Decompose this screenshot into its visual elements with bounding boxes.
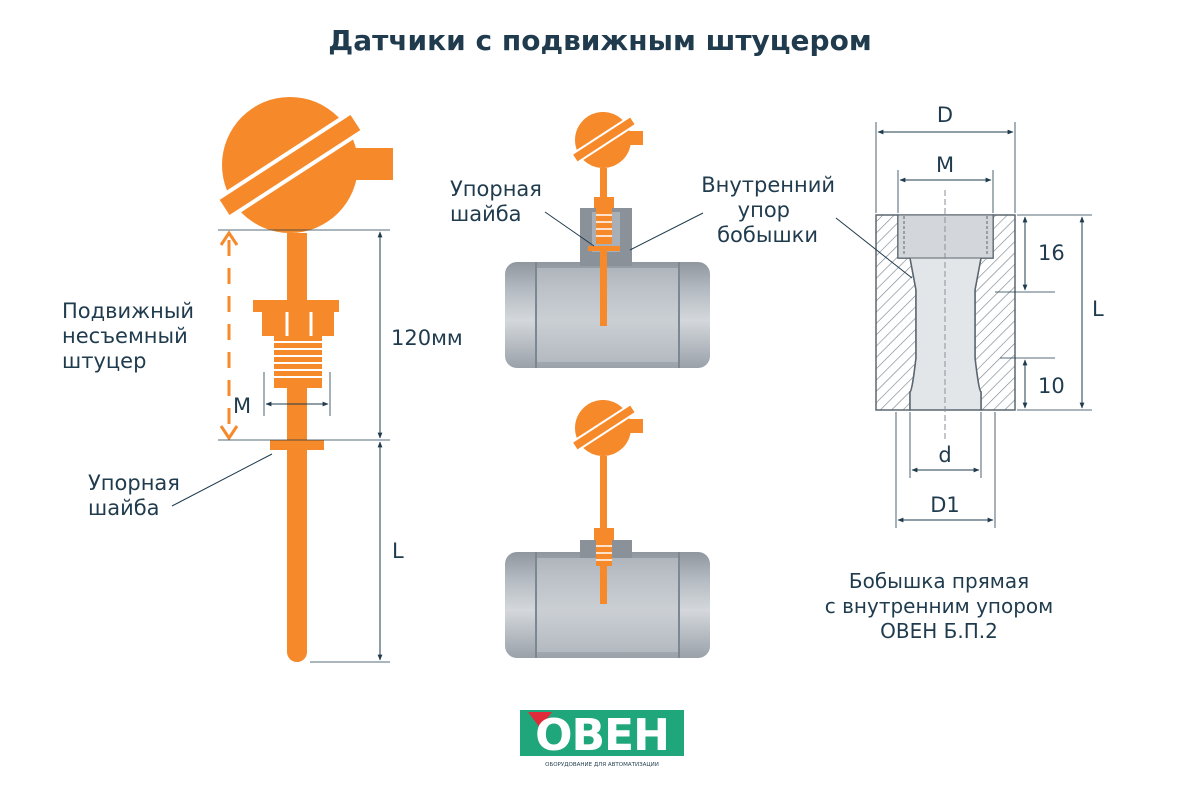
boss-section: D M 16 10 L d D1 Бобышка прямая (825, 103, 1104, 643)
small-washer (588, 246, 620, 251)
fitting-label-line2: несъемный (62, 324, 188, 348)
travel-arrow-down (219, 425, 239, 441)
stop-label-line2: упор (738, 198, 790, 222)
washer-label-line2: шайба (88, 496, 160, 520)
stop-label-line3: бобышки (717, 223, 818, 247)
dim-D-label: D (937, 103, 953, 127)
dim-16-label: 16 (1038, 241, 1065, 265)
dim-10-label: 10 (1038, 374, 1065, 398)
stop-leader (629, 212, 704, 251)
logo-tagline: ОБОРУДОВАНИЕ ДЛЯ АВТОМАТИЗАЦИИ (545, 762, 659, 768)
pipe-assembly-bottom (505, 400, 710, 658)
travel-arrow-up (219, 230, 239, 246)
boss-caption-line2: с внутренним упором (825, 594, 1053, 618)
dim-d-label: d (938, 443, 951, 467)
boss-stop-leader (835, 217, 913, 279)
dim-boss-M-label: M (936, 153, 954, 177)
logo-brand: ОВЕН (535, 710, 669, 761)
fitting-thread (274, 336, 322, 388)
dim-l-label: L (392, 539, 404, 563)
fitting-label-line1: Подвижный (62, 299, 194, 323)
fitting-hex (262, 312, 334, 336)
pipe-assembly-top: Упорная шайба Внутренний упор бобышки (450, 112, 835, 368)
washer-leader (171, 453, 273, 507)
thrust-washer (270, 440, 324, 450)
small-probe (600, 251, 607, 326)
cable-gland (355, 148, 393, 180)
dim-D1-label: D1 (930, 493, 960, 517)
dim-m-label: M (233, 394, 251, 418)
boss-caption-line1: Бобышка прямая (849, 569, 1029, 593)
fitting-label-line3: штуцер (62, 349, 146, 373)
page-title: Датчики с подвижным штуцером (328, 24, 871, 57)
dim-boss-L-label: L (1092, 297, 1104, 321)
head-cover-band (214, 109, 366, 221)
sensor-stem (287, 233, 307, 303)
dim-120-label: 120мм (391, 326, 463, 350)
logo-red-triangle (528, 712, 552, 728)
pipe-washer-label-line2: шайба (450, 202, 522, 226)
oven-logo: ОВЕН ОБОРУДОВАНИЕ ДЛЯ АВТОМАТИЗАЦИИ (520, 710, 684, 768)
pipe-washer-label-line1: Упорная (450, 177, 542, 201)
stop-label-line1: Внутренний (701, 173, 835, 197)
washer-label-line1: Упорная (88, 471, 180, 495)
sensor-probe (287, 450, 307, 662)
pipe-washer-leader (544, 211, 595, 247)
fitting-nut-top (253, 300, 339, 312)
sensor-left: 120мм L M Подвижный несъемный штуцер Упо… (62, 97, 463, 663)
boss-caption-line3: ОВЕН Б.П.2 (880, 619, 998, 643)
